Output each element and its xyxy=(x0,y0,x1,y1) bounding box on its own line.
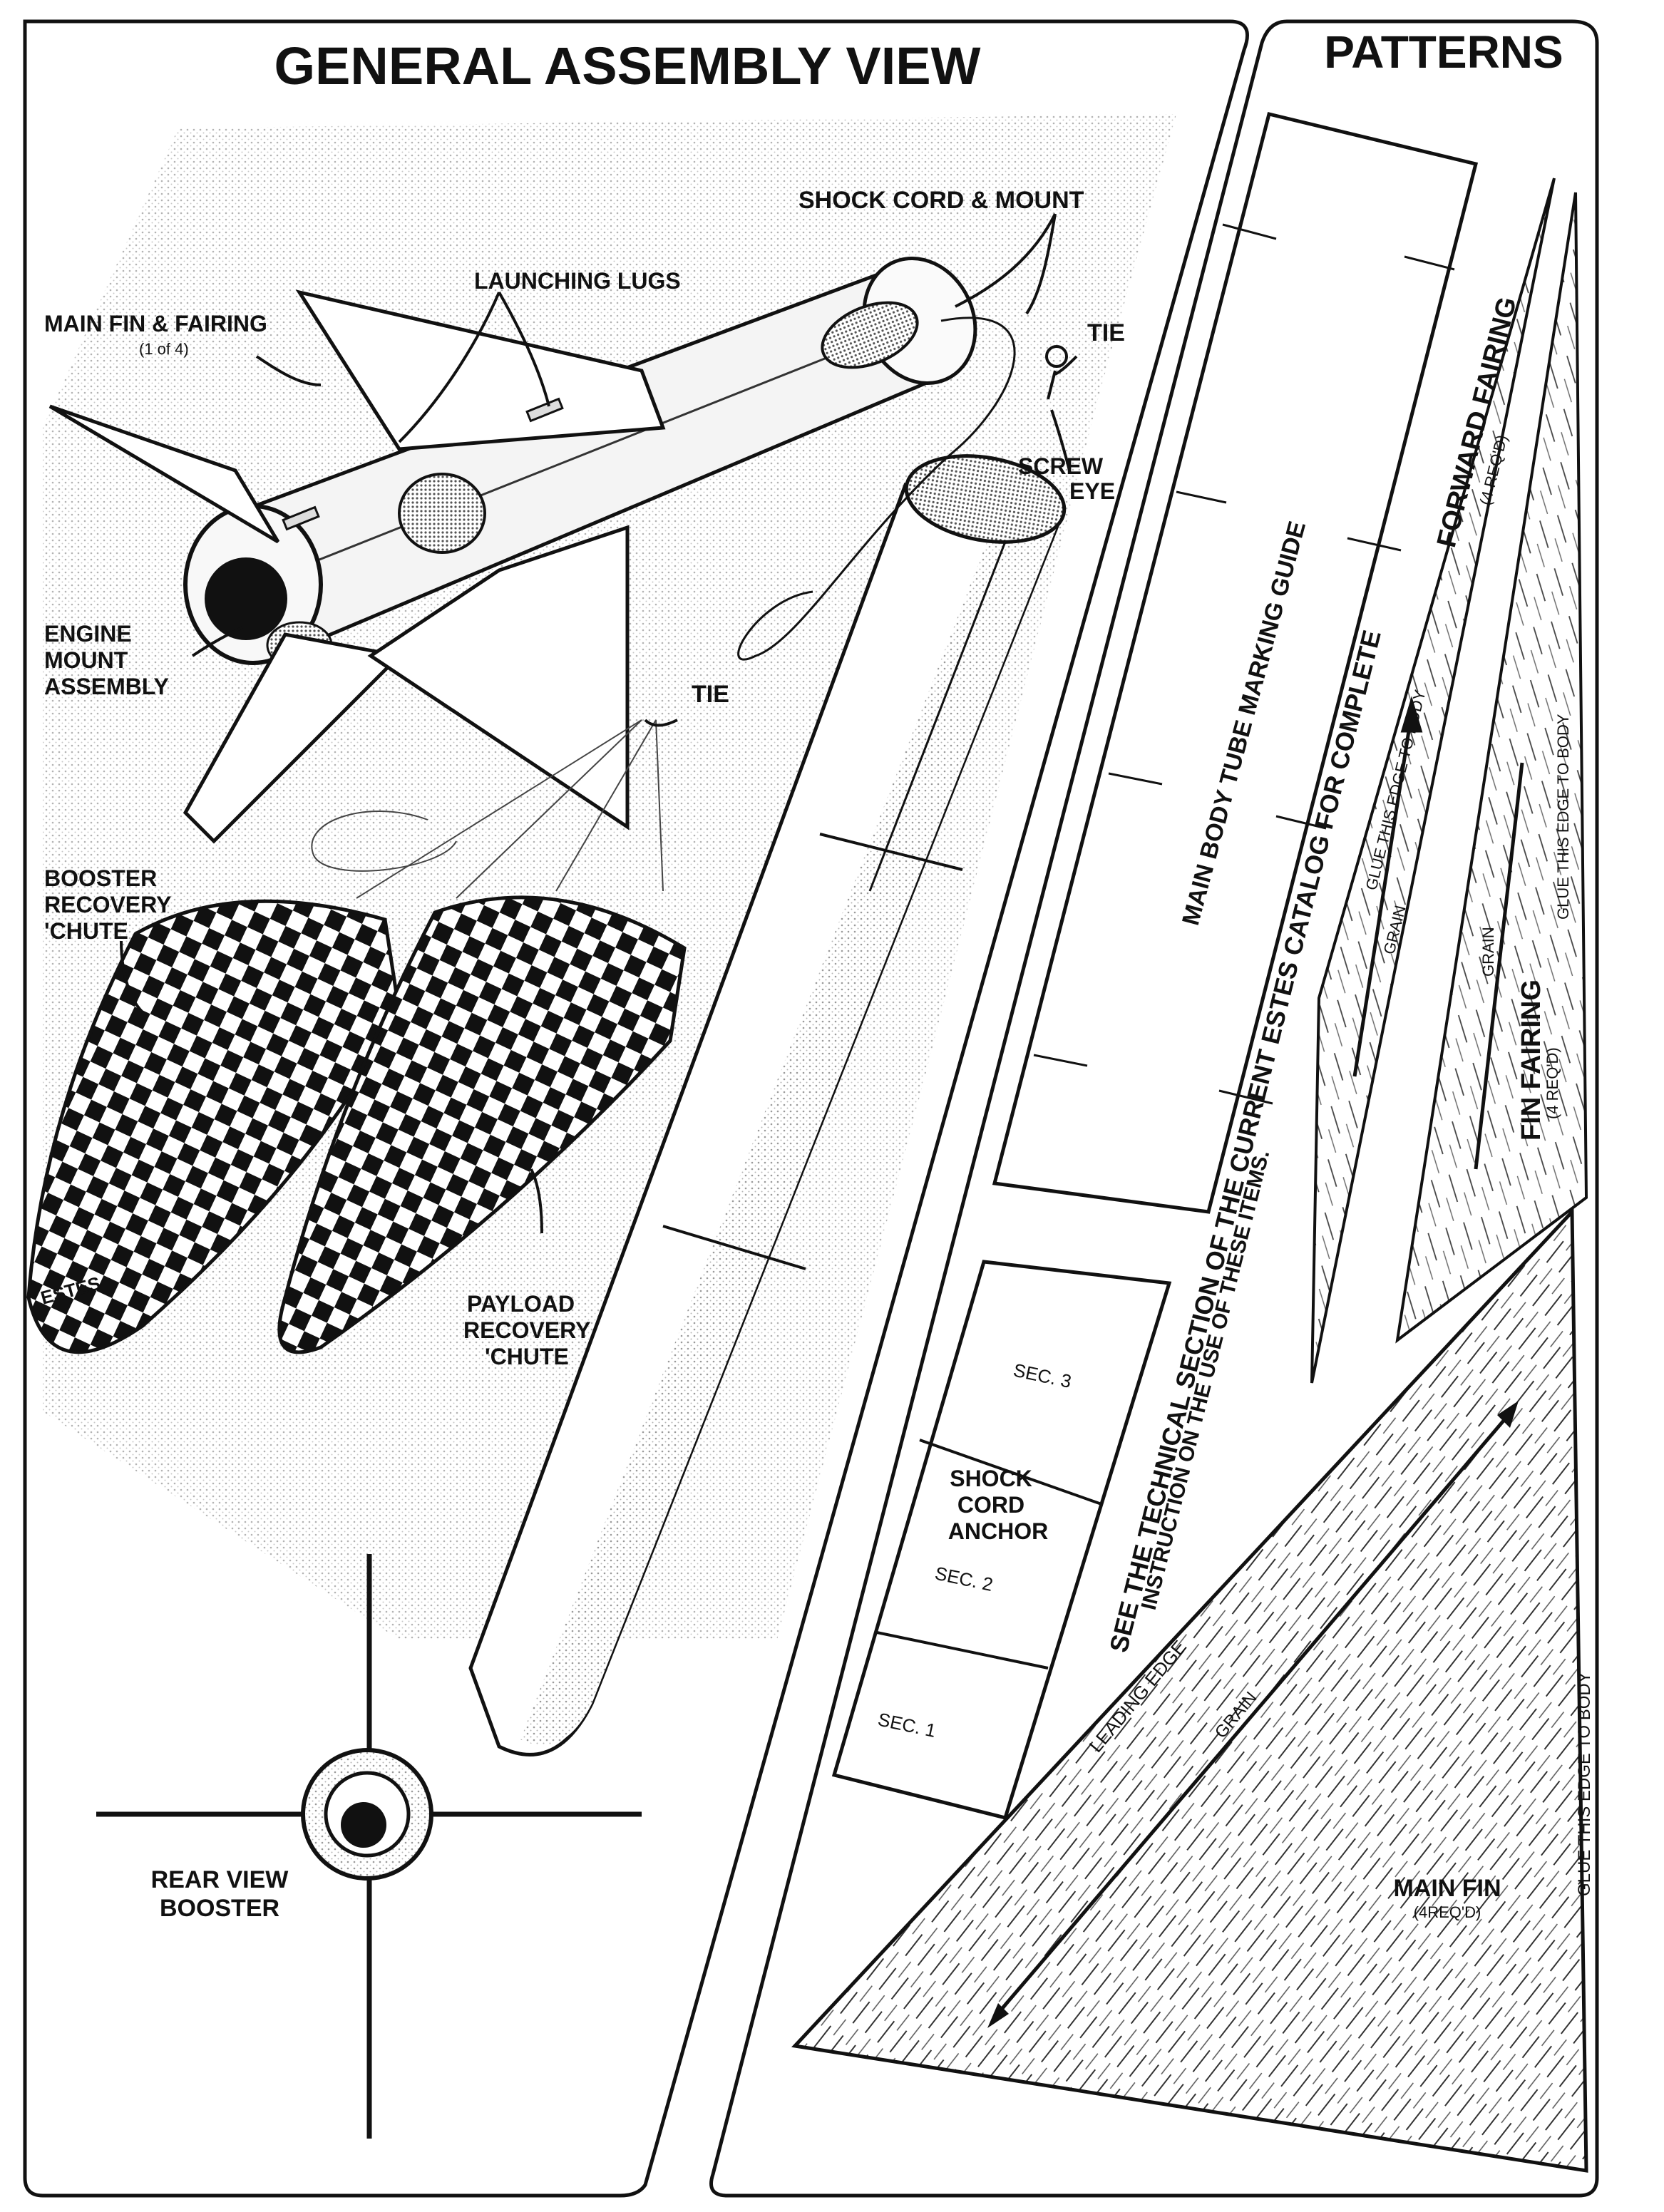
label-engine: ENGINE xyxy=(44,621,132,647)
marking-guide-arrows xyxy=(1033,223,1455,1105)
rear-view-booster xyxy=(96,1554,642,2139)
shock-cord-anchor-3: ANCHOR xyxy=(948,1518,1048,1544)
fin-fairing-pattern xyxy=(1395,192,1588,1344)
main-fin-arrowhead-top xyxy=(1497,1401,1519,1428)
patterns-title: PATTERNS xyxy=(1324,26,1563,78)
glue-edge-main-fin: GLUE THIS EDGE TO BODY xyxy=(1575,1672,1594,1896)
grain-fin-fairing: GRAIN xyxy=(1479,927,1497,977)
section-divider-2 xyxy=(876,1631,1049,1670)
fin-fairing-label: FIN FAIRING xyxy=(1516,979,1546,1141)
booster-body-line xyxy=(256,319,920,586)
label-eye: EYE xyxy=(1069,478,1115,504)
leader-arrows xyxy=(120,213,1078,1234)
section-divider-1 xyxy=(919,1439,1102,1506)
engine-nozzle xyxy=(205,557,287,640)
booster-parachute xyxy=(26,899,401,1354)
label-booster: BOOSTER xyxy=(44,865,157,891)
shock-cord-mount-opening xyxy=(821,301,919,369)
patterns-panel: PATTERNS MAIN BODY TUBE MARKING GUIDE FO… xyxy=(709,19,1599,2198)
payload-section xyxy=(468,454,1067,1756)
payload-band-1 xyxy=(819,833,963,871)
forward-fairing-pattern xyxy=(1310,178,1556,1384)
main-fin-label: MAIN FIN xyxy=(1393,1875,1501,1902)
main-fin-grain-arrow xyxy=(993,1410,1513,2019)
booster-fin-right xyxy=(367,525,630,830)
label-main-fin-fairing-count: (1 of 4) xyxy=(139,340,189,358)
payload-shadow xyxy=(520,513,1062,1746)
main-fin-req: (4REQ'D) xyxy=(1414,1903,1481,1921)
booster-fin-left xyxy=(48,404,280,544)
payload-top-cap xyxy=(904,454,1067,544)
shroud-lines xyxy=(311,719,664,899)
label-rear-view: REAR VIEW xyxy=(151,1866,289,1893)
label-chute: 'CHUTE xyxy=(44,918,128,944)
glue-edge-fin-fairing: GLUE THIS EDGE TO BODY xyxy=(1554,714,1572,920)
label-payload: PAYLOAD xyxy=(467,1291,575,1317)
shock-cord-anchor-2: CORD xyxy=(957,1492,1024,1518)
body-tube-marking-guide xyxy=(992,111,1479,1214)
label-screw: SCREW xyxy=(1018,453,1104,479)
screw-eye xyxy=(1045,345,1069,400)
label-payload-recovery: RECOVERY xyxy=(463,1317,590,1343)
assembly-panel: GENERAL ASSEMBLY VIEW xyxy=(23,19,1249,2198)
main-fin-arrowhead-bottom xyxy=(987,2003,1009,2028)
label-payload-chute: 'CHUTE xyxy=(485,1344,569,1369)
grain-arrows xyxy=(1352,696,1524,1170)
label-shock-cord-mount: SHOCK CORD & MOUNT xyxy=(798,187,1084,214)
label-assembly: ASSEMBLY xyxy=(44,674,169,699)
payload-parachute xyxy=(277,895,687,1354)
booster-rocket xyxy=(48,256,977,844)
fin-fairing-req: (4 REQ'D) xyxy=(1544,1047,1561,1119)
label-rear-booster: BOOSTER xyxy=(160,1895,279,1922)
shock-cord xyxy=(737,317,1016,661)
launch-lug-front xyxy=(525,397,564,423)
label-recovery: RECOVERY xyxy=(44,892,171,917)
label-tie-top: TIE xyxy=(1087,319,1125,346)
launch-lug-rear xyxy=(282,505,320,531)
label-mount: MOUNT xyxy=(44,647,128,673)
payload-band-2 xyxy=(662,1225,806,1270)
booster-fin-bottom xyxy=(183,632,404,844)
label-launching-lugs: LAUNCHING LUGS xyxy=(474,268,681,294)
assembly-title: GENERAL ASSEMBLY VIEW xyxy=(274,36,981,96)
label-main-fin-fairing: MAIN FIN & FAIRING xyxy=(44,311,267,336)
label-tie-mid: TIE xyxy=(692,681,729,708)
rear-nozzle xyxy=(341,1802,386,1848)
engine-mount-block xyxy=(398,473,486,554)
booster-fin-top xyxy=(295,289,666,451)
main-fin-pattern xyxy=(791,1207,1588,2173)
payload-center-line xyxy=(868,541,1007,892)
shock-cord-anchor-1: SHOCK xyxy=(950,1466,1032,1491)
